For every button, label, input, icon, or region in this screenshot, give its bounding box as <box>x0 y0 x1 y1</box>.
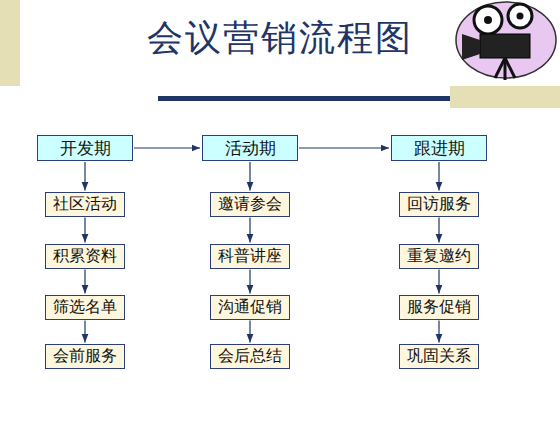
step-box: 科普讲座 <box>210 244 290 269</box>
box-label: 科普讲座 <box>218 246 282 267</box>
title-rule <box>158 96 452 101</box>
flow-arrow <box>249 321 250 343</box>
box-label: 开发期 <box>60 137 111 160</box>
phase-box: 活动期 <box>202 135 298 161</box>
flow-arrow <box>84 270 85 294</box>
box-label: 活动期 <box>225 137 276 160</box>
flow-arrow <box>299 147 389 148</box>
flow-arrow <box>249 162 250 191</box>
flow-arrow <box>438 321 439 343</box>
box-label: 筛选名单 <box>53 297 117 318</box>
step-box: 会后总结 <box>210 344 290 369</box>
box-label: 巩固关系 <box>407 346 471 367</box>
flow-arrow <box>84 162 85 191</box>
step-box: 会前服务 <box>45 344 125 369</box>
corner-band <box>0 0 20 86</box>
flow-arrow <box>438 270 439 294</box>
box-label: 重复邀约 <box>407 246 471 267</box>
flow-arrow <box>249 270 250 294</box>
box-label: 会前服务 <box>53 346 117 367</box>
flow-arrow <box>438 162 439 191</box>
box-label: 会后总结 <box>218 346 282 367</box>
step-box: 服务促销 <box>399 295 479 320</box>
box-label: 沟通促销 <box>218 297 282 318</box>
box-label: 回访服务 <box>407 194 471 215</box>
projector-icon <box>456 2 556 80</box>
box-label: 社区活动 <box>53 194 117 215</box>
flow-arrow <box>249 218 250 243</box>
step-box: 社区活动 <box>45 192 125 217</box>
flow-arrow <box>134 147 200 148</box>
step-box: 沟通促销 <box>210 295 290 320</box>
flow-arrow <box>438 218 439 243</box>
step-box: 筛选名单 <box>45 295 125 320</box>
phase-box: 开发期 <box>37 135 133 161</box>
phase-box: 跟进期 <box>391 135 487 161</box>
box-label: 邀请参会 <box>218 194 282 215</box>
step-box: 巩固关系 <box>399 344 479 369</box>
box-label: 跟进期 <box>414 137 465 160</box>
step-box: 积累资料 <box>45 244 125 269</box>
rule-band <box>450 86 560 108</box>
box-label: 积累资料 <box>53 246 117 267</box>
step-box: 邀请参会 <box>210 192 290 217</box>
step-box: 回访服务 <box>399 192 479 217</box>
page-title: 会议营销流程图 <box>0 14 560 63</box>
box-label: 服务促销 <box>407 297 471 318</box>
flow-arrow <box>84 218 85 243</box>
step-box: 重复邀约 <box>399 244 479 269</box>
flow-arrow <box>84 321 85 343</box>
